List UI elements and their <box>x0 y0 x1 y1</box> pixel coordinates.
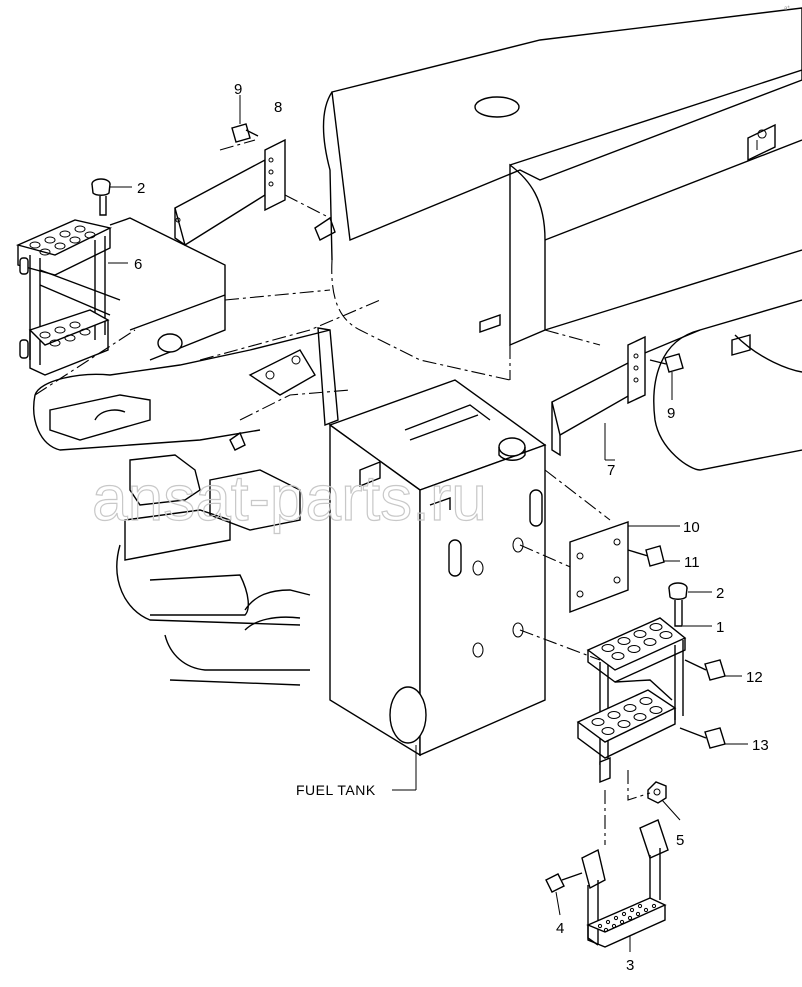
step-1 <box>576 617 712 784</box>
label-13: 13 <box>752 737 769 754</box>
plate-10 <box>569 521 680 614</box>
label-3: 3 <box>626 957 634 974</box>
label-9-right: 9 <box>667 405 675 422</box>
bolt-13 <box>679 727 748 749</box>
bolt-11 <box>627 545 680 567</box>
bracket-7 <box>551 335 646 461</box>
label-10: 10 <box>683 519 700 536</box>
bolt-4 <box>545 872 583 916</box>
label-6: 6 <box>134 256 142 273</box>
step-assembly-6 <box>15 219 128 376</box>
bolt-12 <box>684 659 742 681</box>
label-5: 5 <box>676 832 684 849</box>
frame-right <box>639 299 802 471</box>
plug-2-upper <box>91 178 132 216</box>
label-8: 8 <box>274 99 282 116</box>
corner-mark: a* <box>784 6 790 12</box>
label-7: 7 <box>607 462 615 479</box>
label-1: 1 <box>716 619 724 636</box>
bracket-8 <box>174 138 336 247</box>
bolt-9-right <box>649 353 684 400</box>
label-2-upper: 2 <box>137 180 145 197</box>
machine-frame <box>33 217 381 686</box>
label-11: 11 <box>684 554 700 571</box>
label-4: 4 <box>556 920 564 937</box>
label-9-upper: 9 <box>234 81 242 98</box>
label-fuel-tank: FUEL TANK <box>296 782 376 798</box>
bolt-9-upper <box>231 95 259 143</box>
watermark-text: ansat-parts.ru <box>92 462 487 534</box>
fuel-tank <box>328 379 611 791</box>
part-labels: 9 8 2 6 9 7 10 11 2 1 12 13 5 4 3 FUEL T… <box>134 81 769 974</box>
label-12: 12 <box>746 669 763 686</box>
label-2-right: 2 <box>716 585 724 602</box>
nut-5 <box>604 770 681 845</box>
step-3 <box>581 819 669 952</box>
plug-2-right <box>668 582 712 627</box>
engine-hood <box>322 7 802 381</box>
